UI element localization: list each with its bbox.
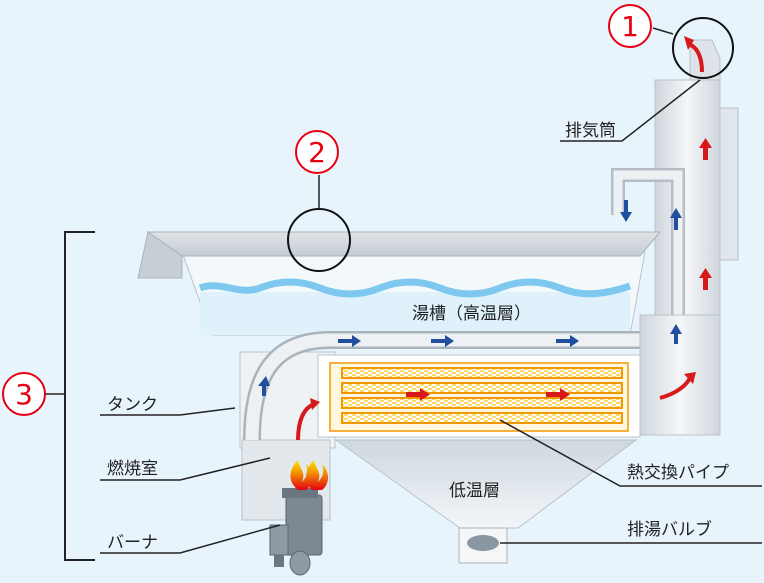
drain-valve-icon (467, 535, 499, 551)
label-drain-valve: 排湯バルブ (627, 519, 712, 540)
chimney-outlet-callout (672, 17, 734, 79)
water-flow-arrows (258, 200, 682, 396)
label-low-temp-layer: 低温層 (449, 481, 500, 501)
tank-bracket (64, 231, 95, 561)
marker-3-circle (2, 372, 46, 416)
label-combustion-chamber: 燃焼室 (107, 459, 158, 479)
flame-icon (290, 460, 329, 490)
water-surface (198, 278, 632, 298)
marker-3: 3 (15, 378, 33, 411)
label-burner: バーナ (107, 533, 158, 553)
marker-1-circle (608, 4, 652, 48)
label-tank: タンク (107, 395, 158, 415)
tub-rim (146, 231, 662, 257)
hot-flow-arrows (296, 36, 712, 441)
label-chimney: 排気筒 (565, 121, 616, 141)
exhaust-duct (639, 314, 721, 436)
label-heat-exchange-pipe: 熱交換パイプ (627, 463, 729, 483)
label-tub-high-layer: 湯槽（高温層） (412, 304, 531, 324)
burner-icon (269, 488, 323, 576)
marker-2-circle (295, 130, 339, 174)
heat-exchange-pipes (341, 367, 623, 424)
marker-1: 1 (621, 10, 639, 43)
marker-2: 2 (308, 136, 326, 169)
leader-lines (40, 27, 762, 554)
